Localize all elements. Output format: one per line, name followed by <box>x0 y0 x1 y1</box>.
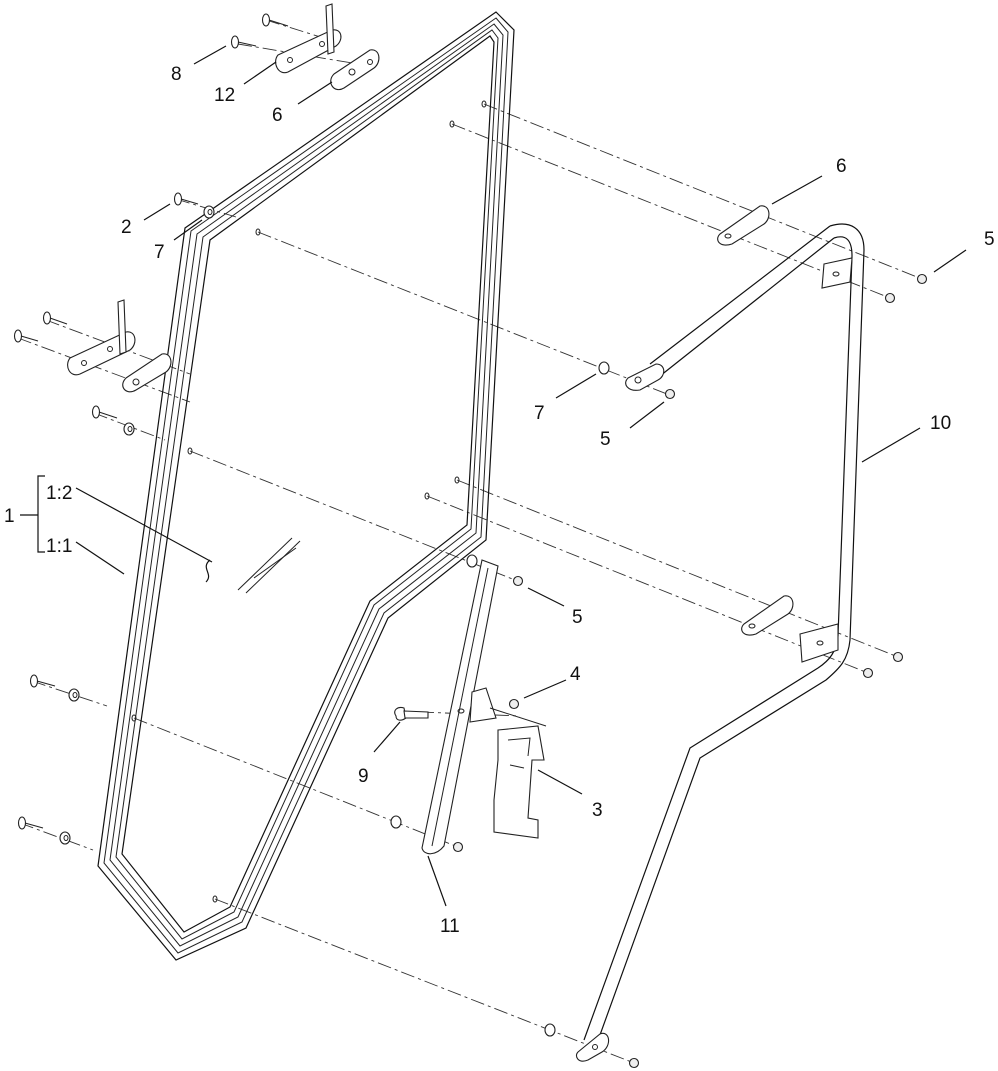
callout-10: 10 <box>930 413 951 434</box>
callout-1: 1 <box>4 506 15 527</box>
bolt-mid <box>173 192 199 206</box>
spacer-plates <box>625 205 794 636</box>
bolt-left-2 <box>29 674 56 688</box>
callout-labels: 8 12 6 2 7 6 5 7 5 10 1 1:2 1:1 5 4 9 3 … <box>4 64 995 937</box>
callout-12: 12 <box>214 85 235 106</box>
item-1-bracket <box>20 475 45 553</box>
alignment-lines <box>17 19 923 1064</box>
callout-7-left: 7 <box>154 242 165 263</box>
bolt-left-3 <box>17 816 44 830</box>
callout-9: 9 <box>358 766 369 787</box>
hole-markers <box>131 100 487 903</box>
callout-5-right: 5 <box>984 229 995 250</box>
bolt-9 <box>394 706 429 721</box>
hinge-top <box>275 3 380 91</box>
leader-lines <box>75 45 967 907</box>
bolts <box>13 13 429 830</box>
latch-strip <box>421 559 499 855</box>
bolt-hinge-1 <box>13 329 39 343</box>
callout-7-mid: 7 <box>534 403 545 424</box>
callout-11: 11 <box>440 916 460 937</box>
support-bar <box>575 223 865 1062</box>
callout-6-right: 6 <box>836 156 847 177</box>
glass-panel-with-seal <box>97 11 515 961</box>
callout-2: 2 <box>121 217 132 238</box>
callout-5-mid: 5 <box>600 429 611 450</box>
nuts <box>452 273 928 1069</box>
latch <box>489 707 547 839</box>
washers <box>59 205 610 1037</box>
callout-1-1: 1:1 <box>46 536 72 557</box>
bolt-hinge-2 <box>42 311 68 325</box>
bolt-top-2 <box>261 13 289 27</box>
callout-1-2: 1:2 <box>46 483 72 504</box>
hinge-bottom <box>67 299 172 393</box>
callout-3: 3 <box>592 800 603 821</box>
callout-6-top: 6 <box>272 105 283 126</box>
callout-5-lower: 5 <box>572 607 583 628</box>
callout-4: 4 <box>570 664 581 685</box>
bolt-top-1 <box>230 35 257 49</box>
callout-8: 8 <box>171 64 182 85</box>
bolt-left-1 <box>91 405 118 419</box>
